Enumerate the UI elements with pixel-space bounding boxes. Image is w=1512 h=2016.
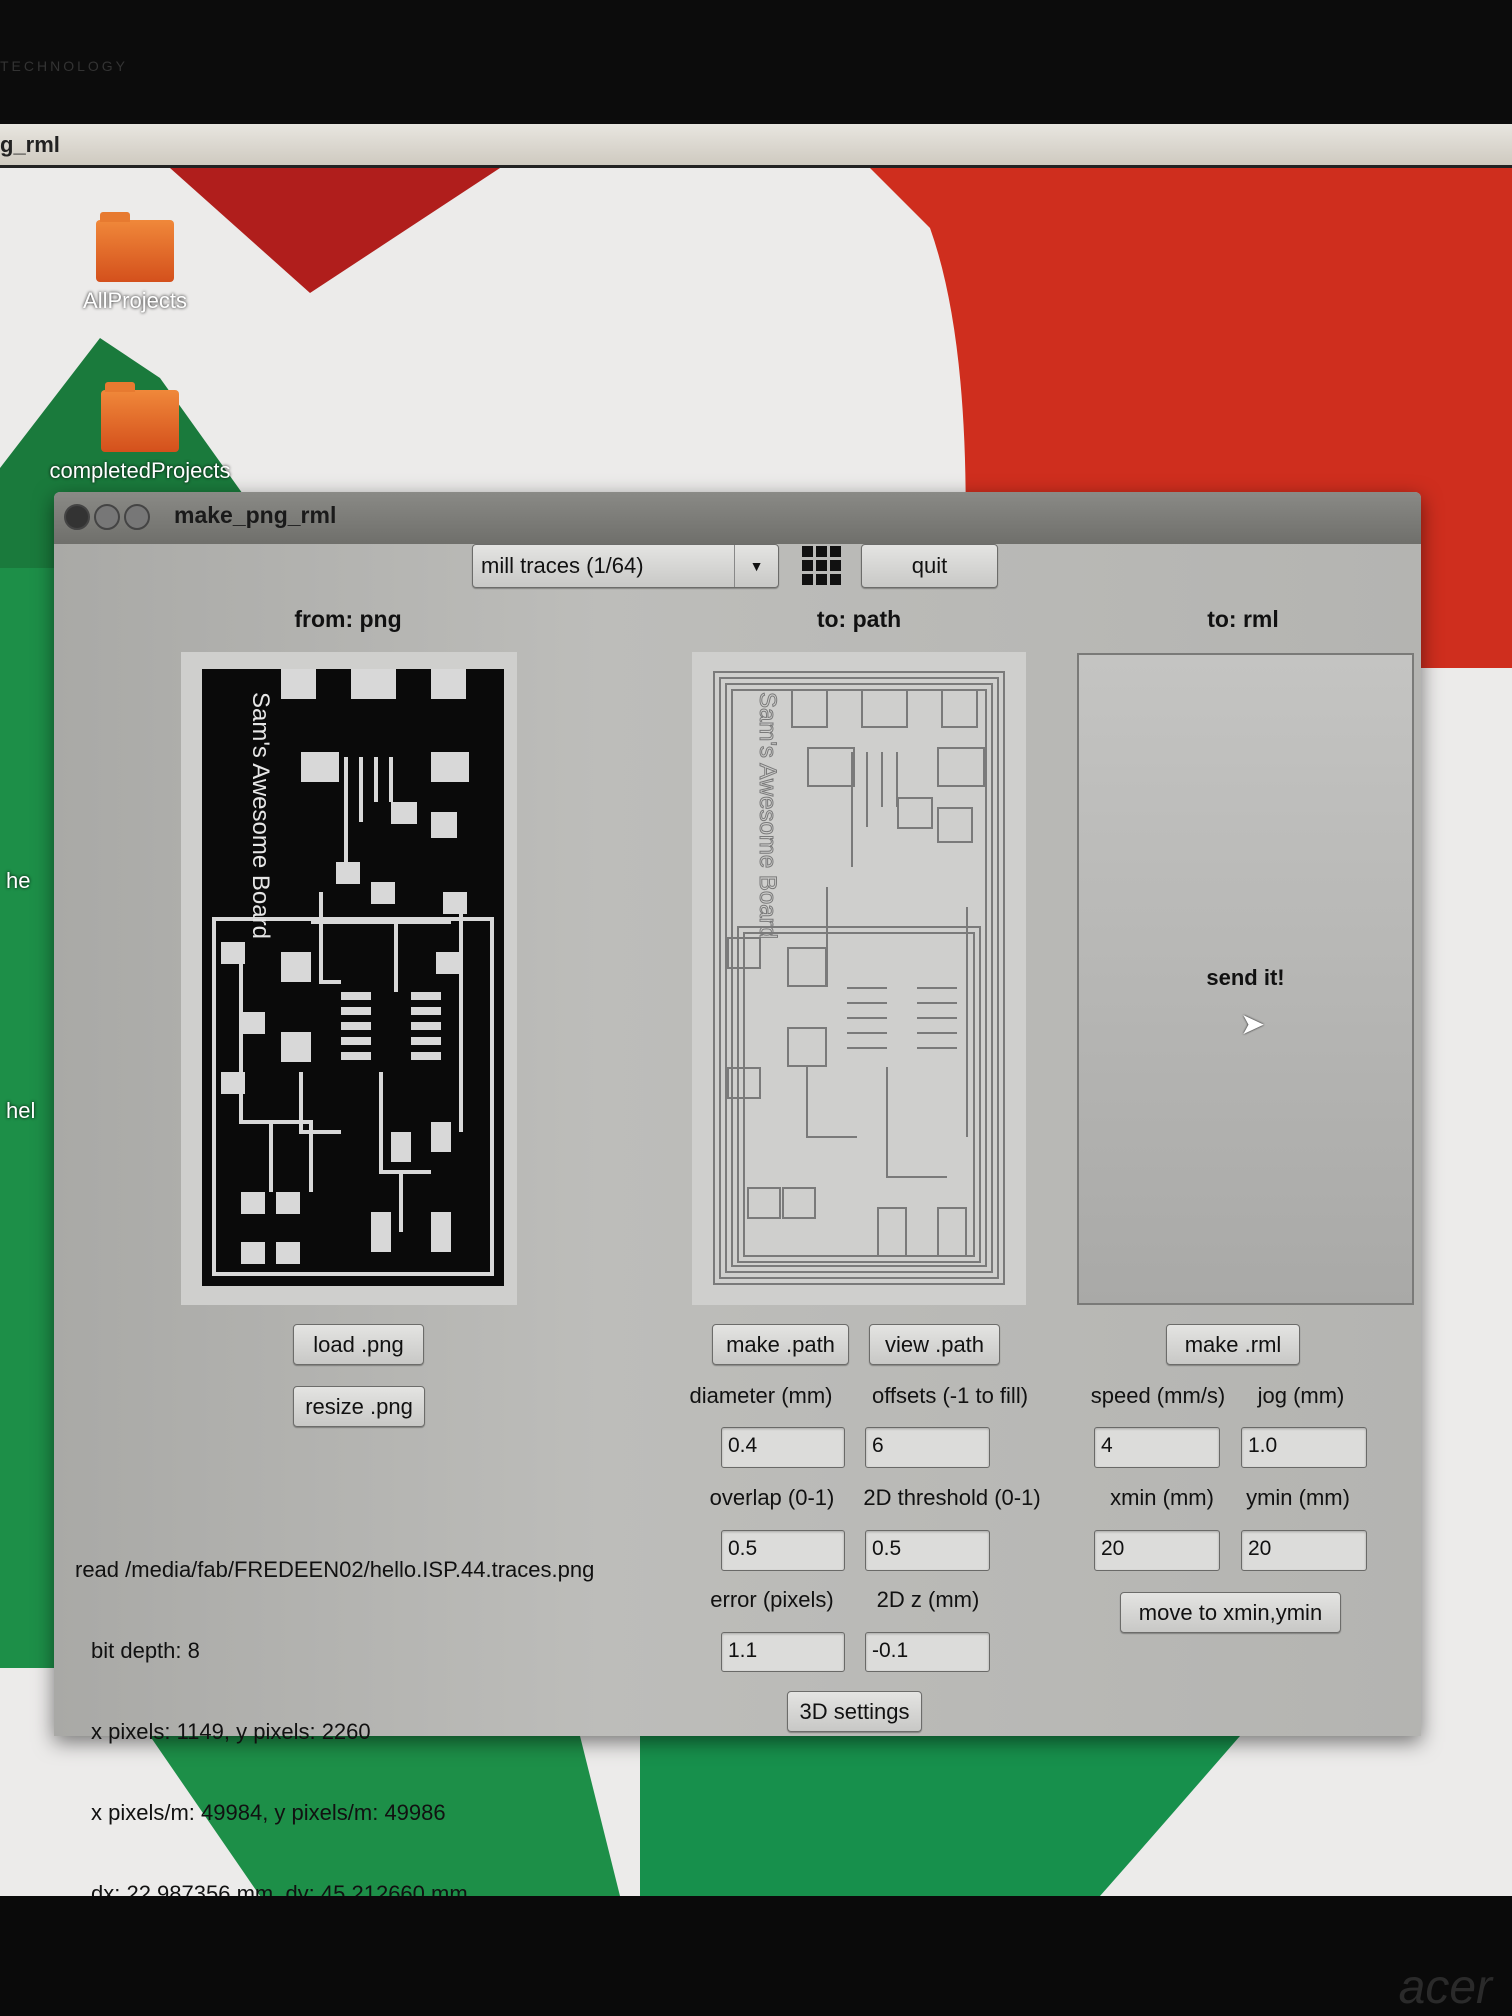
send-it-button[interactable]: send it!	[1077, 653, 1414, 1305]
to-path-heading: to: path	[816, 606, 902, 632]
info-line: read /media/fab/FREDEEN02/hello.ISP.44.t…	[75, 1557, 595, 1582]
pcb-traces-image: Sam's Awesome Board	[202, 669, 504, 1286]
png-preview: Sam's Awesome Board	[181, 652, 517, 1305]
threshold-input[interactable]: 0.5	[865, 1530, 990, 1571]
load-png-button[interactable]: load .png	[293, 1324, 424, 1365]
mode-select-value: mill traces (1/64)	[481, 553, 644, 578]
mode-select[interactable]: mill traces (1/64) ▼	[472, 544, 779, 588]
svg-text:Sam's Awesome Board: Sam's Awesome Board	[754, 692, 781, 939]
bezel-brand-text: TECHNOLOGY	[0, 58, 129, 74]
jog-label: jog (mm)	[1257, 1383, 1345, 1408]
make-png-rml-window: make_png_rml mill traces (1/64) ▼ quit f…	[54, 492, 1421, 1906]
monitor-bezel-bottom	[0, 1896, 1512, 2016]
ymin-label: ymin (mm)	[1246, 1485, 1350, 1510]
send-it-label: send it!	[1206, 965, 1285, 990]
xmin-label: xmin (mm)	[1110, 1485, 1214, 1510]
from-png-heading: from: png	[294, 606, 402, 632]
close-icon[interactable]	[64, 504, 90, 530]
monitor-logo: acer	[1398, 1961, 1492, 2014]
diameter-label: diameter (mm)	[689, 1383, 833, 1408]
overlap-input[interactable]: 0.5	[721, 1530, 845, 1571]
desktop-icon-completedprojects[interactable]: completedProjects	[20, 382, 260, 484]
desktop-icon-label: he	[6, 868, 31, 893]
ymin-input[interactable]: 20	[1241, 1530, 1367, 1571]
overlap-label: overlap (0-1)	[709, 1485, 835, 1510]
desktop-icon-label: completedProjects	[49, 458, 231, 483]
png-info: read /media/fab/FREDEEN02/hello.ISP.44.t…	[75, 1502, 594, 1961]
jog-input[interactable]: 1.0	[1241, 1427, 1367, 1468]
speed-label: speed (mm/s)	[1090, 1383, 1226, 1408]
xmin-input[interactable]: 20	[1094, 1530, 1220, 1571]
to-rml-heading: to: rml	[1207, 606, 1279, 632]
desktop-icon-label: hel	[6, 1098, 36, 1123]
desktop-icon-label: AllProjects	[83, 288, 187, 313]
background-window-title: g_rml	[0, 132, 60, 157]
window-title: make_png_rml	[174, 502, 337, 528]
move-to-xmin-ymin-button[interactable]: move to xmin,ymin	[1120, 1592, 1341, 1633]
chevron-down-icon: ▼	[734, 545, 778, 587]
board-label: Sam's Awesome Board	[247, 692, 274, 939]
background-window-titlebar: g_rml	[0, 124, 1512, 168]
view-path-button[interactable]: view .path	[869, 1324, 1000, 1365]
error-label: error (pixels)	[710, 1587, 834, 1612]
3d-settings-button[interactable]: 3D settings	[787, 1691, 922, 1732]
desktop-icon-partial[interactable]: hel	[6, 1098, 35, 1124]
minimize-icon[interactable]	[94, 504, 120, 530]
path-preview: Sam's Awesome Board	[692, 652, 1026, 1305]
desktop-icon-partial[interactable]: he	[6, 868, 30, 894]
info-line: x pixels/m: 49984, y pixels/m: 49986	[91, 1800, 446, 1825]
offsets-label: offsets (-1 to fill)	[871, 1383, 1029, 1408]
info-line: bit depth: 8	[91, 1638, 200, 1663]
resize-png-button[interactable]: resize .png	[293, 1386, 425, 1427]
folder-icon	[96, 212, 174, 282]
desktop-icon-allprojects[interactable]: AllProjects	[70, 212, 200, 314]
make-path-button[interactable]: make .path	[712, 1324, 849, 1365]
monitor-bezel-top	[0, 0, 1512, 124]
quit-button[interactable]: quit	[861, 544, 998, 588]
z-input[interactable]: -0.1	[865, 1632, 990, 1672]
window-titlebar[interactable]: make_png_rml	[54, 492, 1421, 544]
offsets-input[interactable]: 6	[865, 1427, 990, 1468]
z-label: 2D z (mm)	[876, 1587, 980, 1612]
folder-icon	[101, 382, 179, 452]
error-input[interactable]: 1.1	[721, 1632, 845, 1672]
grid-icon[interactable]	[800, 544, 844, 588]
threshold-label: 2D threshold (0-1)	[863, 1485, 1041, 1510]
maximize-icon[interactable]	[124, 504, 150, 530]
info-line: x pixels: 1149, y pixels: 2260	[91, 1719, 371, 1744]
toolpath-image: Sam's Awesome Board	[713, 671, 1005, 1285]
mouse-cursor-icon: ➤	[1240, 1008, 1266, 1041]
speed-input[interactable]: 4	[1094, 1427, 1220, 1468]
diameter-input[interactable]: 0.4	[721, 1427, 845, 1468]
make-rml-button[interactable]: make .rml	[1166, 1324, 1300, 1365]
